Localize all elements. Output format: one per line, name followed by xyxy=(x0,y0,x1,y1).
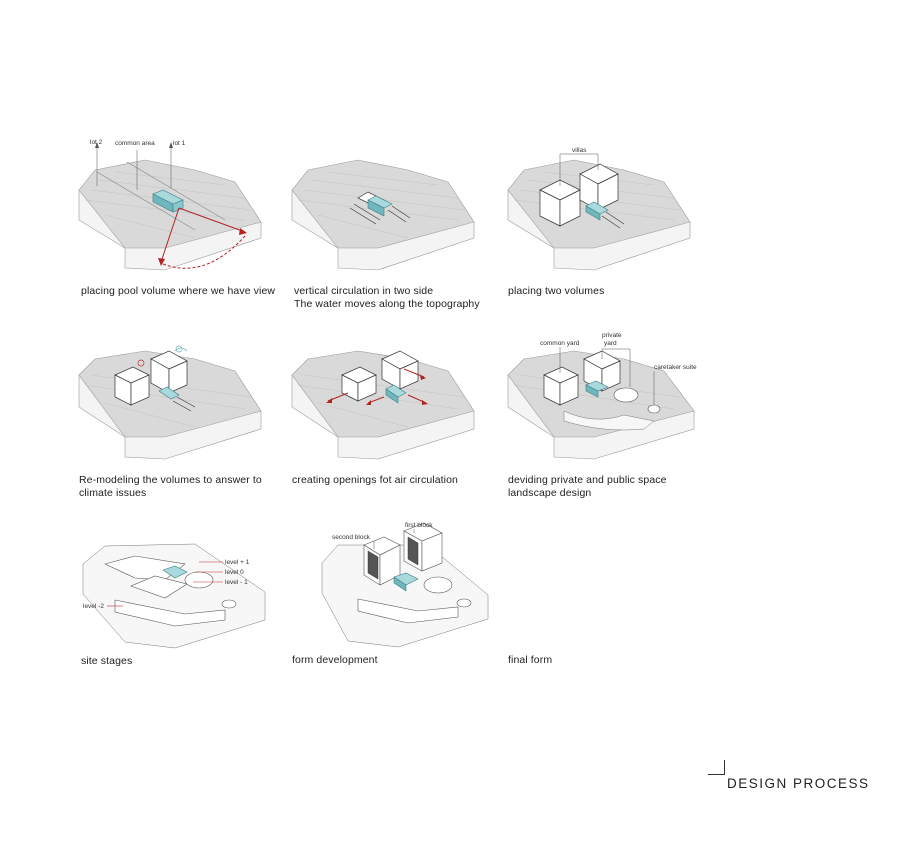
caption-two-volumes: placing two volumes xyxy=(508,285,604,298)
caption-vertical-circulation: vertical circulation in two side The wat… xyxy=(294,285,480,311)
terrain-diagram-remodeling xyxy=(75,345,275,475)
terrain-diagram-two-volumes: villas xyxy=(504,130,704,280)
caption-final-form: final form xyxy=(508,654,552,667)
terrain-diagram-private-public: common yard private yard caretaker suite xyxy=(504,325,714,475)
caption-pool-volume: placing pool volume where we have view xyxy=(81,285,275,298)
caption-line: landscape design xyxy=(508,487,667,500)
caption-line: deviding private and public space xyxy=(508,474,667,487)
caption-private-public: deviding private and public space landsc… xyxy=(508,474,667,500)
caption-line: climate issues xyxy=(79,487,262,500)
label-first-block: first block xyxy=(405,522,433,529)
label-level-minus-1: level - 1 xyxy=(225,579,248,586)
terrain-diagram-pool-volume: lot 2 common area lot 1 xyxy=(75,130,275,280)
label-level-plus-1: level + 1 xyxy=(225,559,250,566)
panel-two-volumes: villas placing two volumes xyxy=(504,130,704,310)
panel-site-stages: level + 1 level 0 level - 1 level -2 sit… xyxy=(75,530,275,680)
panel-openings: creating openings fot air circulation xyxy=(288,345,488,515)
caption-line: final form xyxy=(508,654,552,667)
panel-pool-volume: lot 2 common area lot 1 placing pool vol… xyxy=(75,130,275,310)
caption-line: Re-modeling the volumes to answer to xyxy=(79,474,262,487)
panel-vertical-circulation: vertical circulation in two side The wat… xyxy=(288,130,488,310)
label-common-yard: common yard xyxy=(540,340,580,347)
caption-line: placing two volumes xyxy=(508,285,604,298)
label-level-0: level 0 xyxy=(225,569,244,576)
panel-private-public: common yard private yard caretaker suite… xyxy=(504,325,714,515)
label-villas: villas xyxy=(572,147,587,154)
wireframe-site-stages: level + 1 level 0 level - 1 level -2 xyxy=(75,530,275,650)
caption-line: site stages xyxy=(81,655,132,668)
terrain-diagram-vertical-circulation xyxy=(288,130,488,280)
page-title: DESIGN PROCESS xyxy=(727,776,870,791)
label-private-yard-line2: yard xyxy=(604,340,617,347)
caption-line: form development xyxy=(292,654,378,667)
label-second-block: second block xyxy=(332,534,371,541)
caption-remodeling: Re-modeling the volumes to answer to cli… xyxy=(79,474,262,500)
label-level-minus-2: level -2 xyxy=(83,603,104,610)
caption-line: placing pool volume where we have view xyxy=(81,285,275,298)
label-private-yard-line1: private xyxy=(602,332,622,339)
wireframe-form-development: second block first block xyxy=(288,515,498,650)
panel-form-development: second block first block form developmen… xyxy=(288,515,498,680)
terrain-diagram-openings xyxy=(288,345,488,475)
label-common-area: common area xyxy=(115,140,155,147)
caption-line: The water moves along the topography xyxy=(294,298,480,311)
panel-remodeling: Re-modeling the volumes to answer to cli… xyxy=(75,345,275,515)
caption-form-development: form development xyxy=(292,654,378,667)
label-lot-1: lot 1 xyxy=(173,140,186,147)
caption-openings: creating openings fot air circulation xyxy=(292,474,458,487)
panel-final-form: final form xyxy=(504,645,704,675)
title-corner-mark xyxy=(708,760,725,775)
label-lot-2: lot 2 xyxy=(90,139,103,146)
label-caretaker-suite: caretaker suite xyxy=(654,364,697,371)
caption-line: creating openings fot air circulation xyxy=(292,474,458,487)
caption-line: vertical circulation in two side xyxy=(294,285,480,298)
caption-site-stages: site stages xyxy=(81,655,132,668)
